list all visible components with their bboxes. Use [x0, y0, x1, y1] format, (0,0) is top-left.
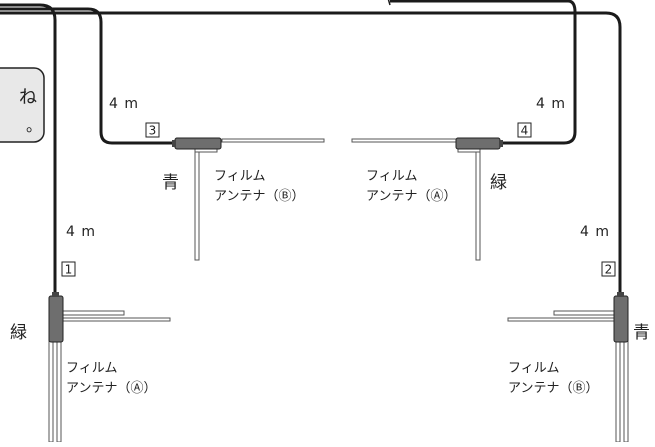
antenna-label-top-right: フィルム アンテナ（Ⓐ） — [366, 169, 456, 204]
svg-text:フィルム: フィルム — [66, 361, 117, 376]
cables — [0, 0, 622, 295]
svg-text:アンテナ（Ⓑ）: アンテナ（Ⓑ） — [508, 381, 598, 396]
color-label-top-right: 緑 — [490, 173, 507, 193]
svg-text:アンテナ（Ⓐ）: アンテナ（Ⓐ） — [366, 189, 456, 204]
cable-number-1: 1 — [61, 261, 76, 277]
length-label-top-left: 4 m — [109, 96, 139, 112]
connector-4 — [455, 137, 501, 150]
antenna-top-left — [172, 137, 325, 261]
svg-text:フィルム: フィルム — [508, 361, 559, 376]
length-label-top-right: 4 m — [536, 96, 566, 112]
connector-1 — [48, 295, 64, 343]
svg-text:フィルム: フィルム — [214, 169, 265, 184]
antenna-top-right — [351, 137, 503, 261]
svg-text:4: 4 — [521, 124, 529, 138]
cable-number-4: 4 — [517, 122, 532, 138]
color-label-left: 緑 — [10, 323, 27, 343]
cable-3 — [0, 7, 175, 145]
antenna-right — [507, 292, 629, 443]
antenna-label-bottom-right: フィルム アンテナ（Ⓑ） — [508, 361, 598, 396]
color-label-top-left: 青 — [162, 173, 179, 193]
svg-text:フィルム: フィルム — [366, 169, 417, 184]
antenna-label-top-left: フィルム アンテナ（Ⓑ） — [214, 169, 304, 204]
connector-3 — [174, 137, 222, 150]
color-label-right: 青 — [633, 323, 650, 343]
cable-number-3: 3 — [145, 122, 160, 138]
svg-text:2: 2 — [605, 263, 613, 277]
svg-text:アンテナ（Ⓑ）: アンテナ（Ⓑ） — [214, 189, 304, 204]
antenna-label-bottom-left: フィルム アンテナ（Ⓐ） — [66, 361, 156, 396]
callout-bubble: ね 。 — [0, 67, 45, 143]
length-label-left: 4 m — [66, 224, 96, 240]
callout-text-2: 。 — [26, 116, 42, 135]
antenna-left — [48, 292, 171, 443]
svg-text:3: 3 — [149, 124, 157, 138]
cable-joint-mark — [387, 0, 391, 6]
length-label-right: 4 m — [580, 224, 610, 240]
cable-number-2: 2 — [601, 261, 616, 277]
svg-text:1: 1 — [65, 263, 73, 277]
connector-2 — [613, 295, 629, 343]
cable-4 — [390, 0, 577, 145]
cable-2 — [0, 11, 622, 295]
cable-1 — [0, 3, 57, 295]
svg-text:アンテナ（Ⓐ）: アンテナ（Ⓐ） — [66, 381, 156, 396]
callout-text-1: ね — [19, 87, 37, 108]
